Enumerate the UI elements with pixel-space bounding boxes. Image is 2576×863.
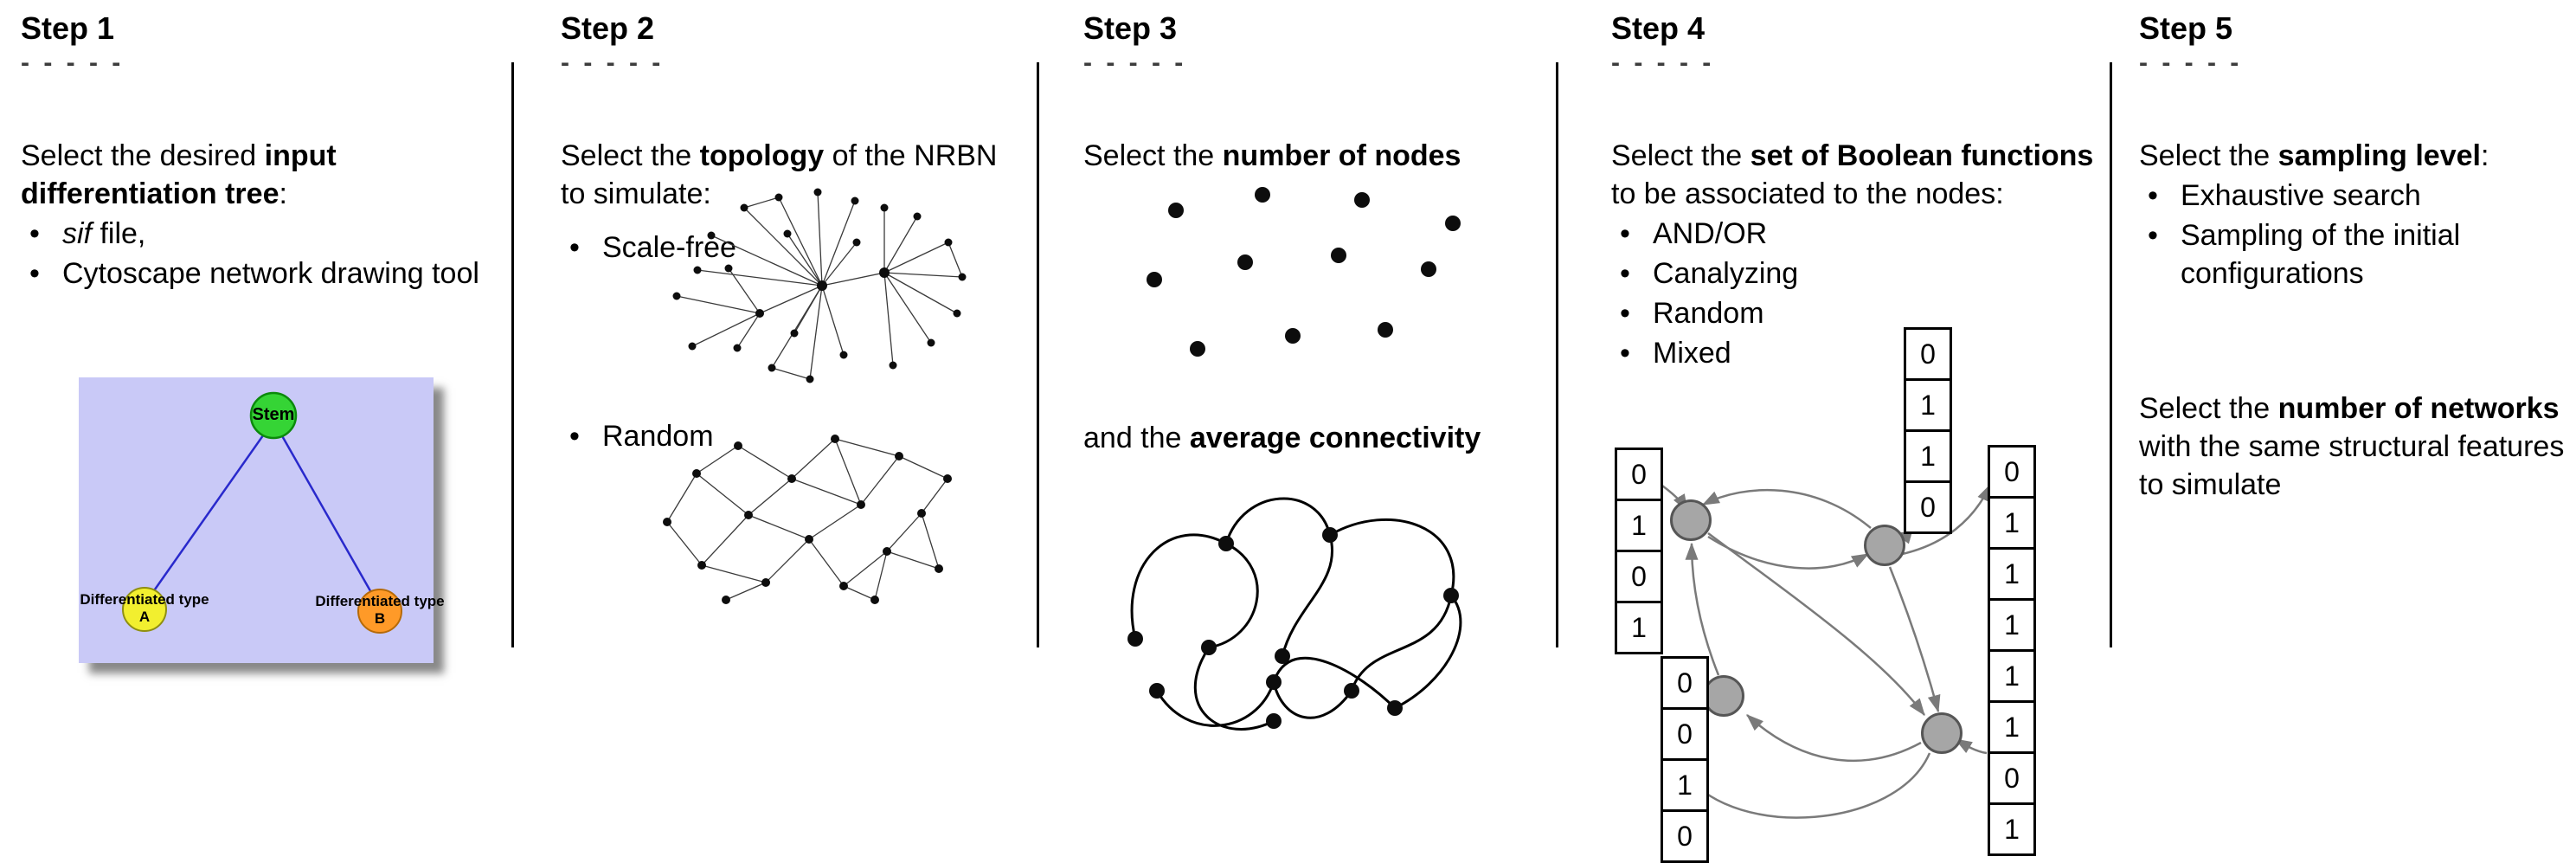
boolean-cell: 0 <box>1661 707 1709 761</box>
bullet-item: • Random <box>561 417 1019 455</box>
step-dashes: - - - - - <box>1083 48 1187 77</box>
step-3-column: Step 3 - - - - - Select the number of no… <box>1083 0 1572 851</box>
column-divider <box>1037 62 1039 647</box>
bullet-icon: • <box>2148 219 2158 252</box>
boolean-cell: 0 <box>1615 550 1663 603</box>
step-dashes: - - - - - <box>21 48 125 77</box>
boolean-cell: 1 <box>1988 496 2036 550</box>
bullet-item: •Exhaustive search <box>2139 177 2576 215</box>
stem-node-label: Stem <box>252 405 295 424</box>
boolean-cell: 0 <box>1661 809 1709 863</box>
boolean-node <box>1703 675 1744 717</box>
column-divider <box>511 62 514 647</box>
bullet-item: •Mixed <box>1611 334 2096 372</box>
boolean-cell: 1 <box>1661 758 1709 812</box>
boolean-cell: 0 <box>1904 480 1952 534</box>
boolean-cell: 1 <box>1988 700 2036 754</box>
bullet-icon: • <box>2148 179 2158 212</box>
boolean-cell: 1 <box>1904 378 1952 432</box>
step-intro: Select the number of nodes <box>1083 139 1461 172</box>
step-second-text: and the average connectivity <box>1083 422 1481 454</box>
scale-free-network-graphic <box>672 188 967 383</box>
bullet-icon: • <box>569 420 580 453</box>
bullet-icon: • <box>569 231 580 264</box>
differentiated-type-a-label: Differentiated type A <box>80 591 209 625</box>
step-intro: Select the sampling level: <box>2139 139 2489 172</box>
step-dashes: - - - - - <box>1611 48 1715 77</box>
step-second-text: Select the number of networks with the s… <box>2139 392 2565 501</box>
boolean-cell: 1 <box>1988 649 2036 703</box>
step-dashes: - - - - - <box>561 48 665 77</box>
boolean-node <box>1864 525 1905 566</box>
step-intro: Select the set of Boolean functions to b… <box>1611 139 2094 210</box>
boolean-cell: 1 <box>1615 499 1663 552</box>
column-divider <box>2110 62 2112 647</box>
boolean-cell: 0 <box>1988 751 2036 805</box>
boolean-vector-left: 0 1 0 1 <box>1615 448 1663 654</box>
connectivity-tangle-graphic <box>1127 497 1462 731</box>
bullet-item: •Canalyzing <box>1611 254 2096 293</box>
boolean-cell: 1 <box>1904 429 1952 483</box>
step-title: Step 2 <box>561 10 655 46</box>
step-2-column: Step 2 - - - - - Select the topology of … <box>561 0 1019 851</box>
boolean-vector-right: 0 1 1 1 1 1 0 1 <box>1988 445 2036 856</box>
step-4-column: Step 4 - - - - - Select the set of Boole… <box>1611 0 2096 863</box>
step-title: Step 4 <box>1611 10 1706 46</box>
boolean-node <box>1921 712 1963 754</box>
step-intro: Select the desired input differentiation… <box>21 139 337 210</box>
boolean-cell: 1 <box>1988 547 2036 601</box>
boolean-cell: 1 <box>1988 802 2036 856</box>
bullet-item: • Cytoscape network drawing tool <box>21 254 492 293</box>
step-dashes: - - - - - <box>2139 48 2243 77</box>
boolean-cell: 0 <box>1988 445 2036 499</box>
bullet-item: •Random <box>1611 294 2096 332</box>
bullet-item: •AND/OR <box>1611 215 2096 253</box>
boolean-cell: 1 <box>1615 601 1663 654</box>
column-divider <box>1556 62 1558 647</box>
step-title: Step 5 <box>2139 10 2233 46</box>
step-title: Step 3 <box>1083 10 1178 46</box>
step-intro: Select the topology of the NRBN to simul… <box>561 139 998 210</box>
bullet-item: •Sampling of the initial configurations <box>2139 216 2576 293</box>
step-title: Step 1 <box>21 10 115 46</box>
bullet-icon: • <box>1620 297 1630 330</box>
bullet-icon: • <box>29 257 40 290</box>
boolean-cell: 0 <box>1615 448 1663 501</box>
boolean-cell: 1 <box>1988 598 2036 652</box>
bullet-icon: • <box>1620 257 1630 290</box>
nodes-dots-graphic <box>1147 187 1461 357</box>
differentiated-type-b-label: Differentiated type B <box>315 593 445 627</box>
tree-graphic <box>122 391 402 634</box>
random-network-graphic <box>663 435 952 604</box>
boolean-node <box>1670 499 1712 541</box>
step-5-column: Step 5 - - - - - Select the sampling lev… <box>2139 0 2576 851</box>
bullet-icon: • <box>29 217 40 250</box>
bullet-icon: • <box>1620 337 1630 370</box>
boolean-cell: 0 <box>1661 656 1709 710</box>
step-1-column: Step 1 - - - - - Select the desired inpu… <box>21 0 492 851</box>
differentiation-tree-image: Stem Differentiated type A Differentiate… <box>79 377 445 663</box>
boolean-vector-bottom-left: 0 0 1 0 <box>1661 656 1709 863</box>
boolean-vector-top: 0 1 1 0 <box>1904 327 1952 534</box>
boolean-cell: 0 <box>1904 327 1952 381</box>
bullet-item: • sif file, <box>21 215 492 253</box>
bullet-icon: • <box>1620 217 1630 250</box>
